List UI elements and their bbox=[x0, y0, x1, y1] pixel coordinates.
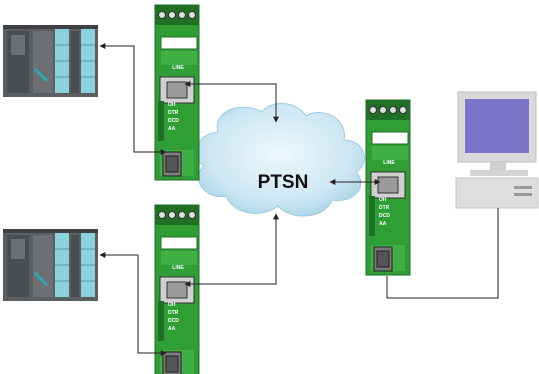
modem-bottom-led-dtr: DTR bbox=[168, 310, 179, 316]
modem-right-led-oh: OH bbox=[379, 197, 387, 203]
modem-top-led-dtr: DTR bbox=[168, 110, 179, 116]
cloud-label: PTSN bbox=[258, 172, 309, 193]
modem-right: LINE OH DTR DCD AA bbox=[365, 99, 411, 276]
modem-bottom-line-label: LINE bbox=[172, 265, 184, 271]
modem-top-line-label: LINE bbox=[172, 65, 184, 71]
modem-bottom-led-dcd: DCD bbox=[168, 318, 179, 324]
monitor-screen bbox=[465, 99, 529, 153]
modem-right-led-aa: AA bbox=[379, 221, 387, 227]
modem-right-led-dtr: DTR bbox=[379, 205, 390, 211]
modem-right-line-label: LINE bbox=[383, 160, 395, 166]
modem-bottom: LINE OH DTR DCD AA bbox=[154, 204, 200, 374]
modem-top-led-aa: AA bbox=[168, 126, 176, 132]
ptsn-cloud: PTSN bbox=[195, 103, 366, 217]
plc-top bbox=[1, 23, 100, 99]
modem-bottom-led-oh: OH bbox=[168, 302, 176, 308]
modem-top-led-oh: OH bbox=[168, 102, 176, 108]
modem-bottom-led-aa: AA bbox=[168, 326, 176, 332]
modem-right-led-dcd: DCD bbox=[379, 213, 390, 219]
wires bbox=[99, 43, 499, 356]
modem-top-led-dcd: DCD bbox=[168, 118, 179, 124]
modem-top: LINE OH DTR DCD AA bbox=[154, 4, 200, 181]
plc-bottom bbox=[1, 227, 100, 303]
computer bbox=[455, 91, 539, 209]
